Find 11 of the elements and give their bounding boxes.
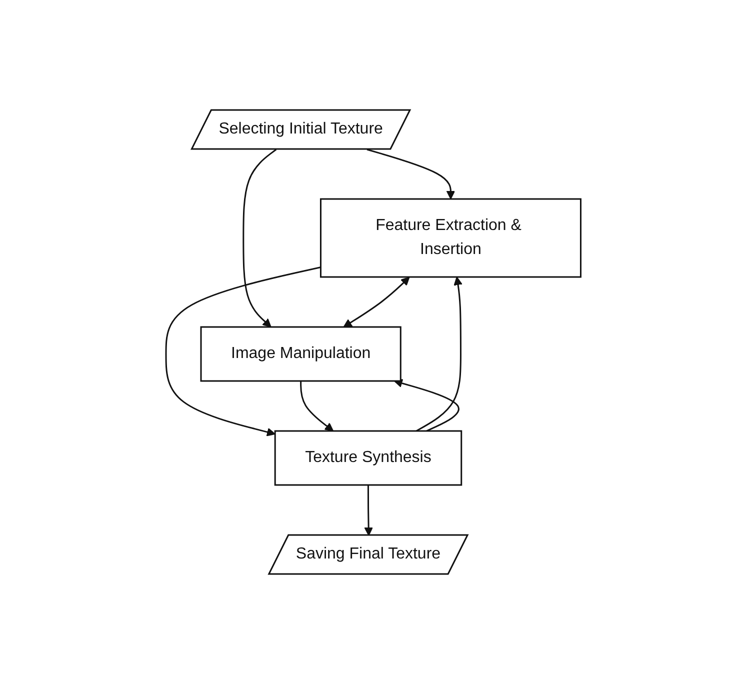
arrow bbox=[164, 266, 321, 436]
arrow bbox=[300, 380, 334, 431]
node-box: Image Manipulation bbox=[200, 326, 402, 382]
arrow bbox=[364, 484, 373, 536]
arrow bbox=[416, 276, 462, 432]
node-box: Texture Synthesis bbox=[274, 430, 462, 486]
arrow bbox=[366, 148, 455, 199]
arrow bbox=[242, 148, 276, 327]
node-box: Feature Extraction & Insertion bbox=[320, 198, 582, 278]
arrow bbox=[342, 276, 410, 327]
arrow bbox=[393, 378, 459, 432]
